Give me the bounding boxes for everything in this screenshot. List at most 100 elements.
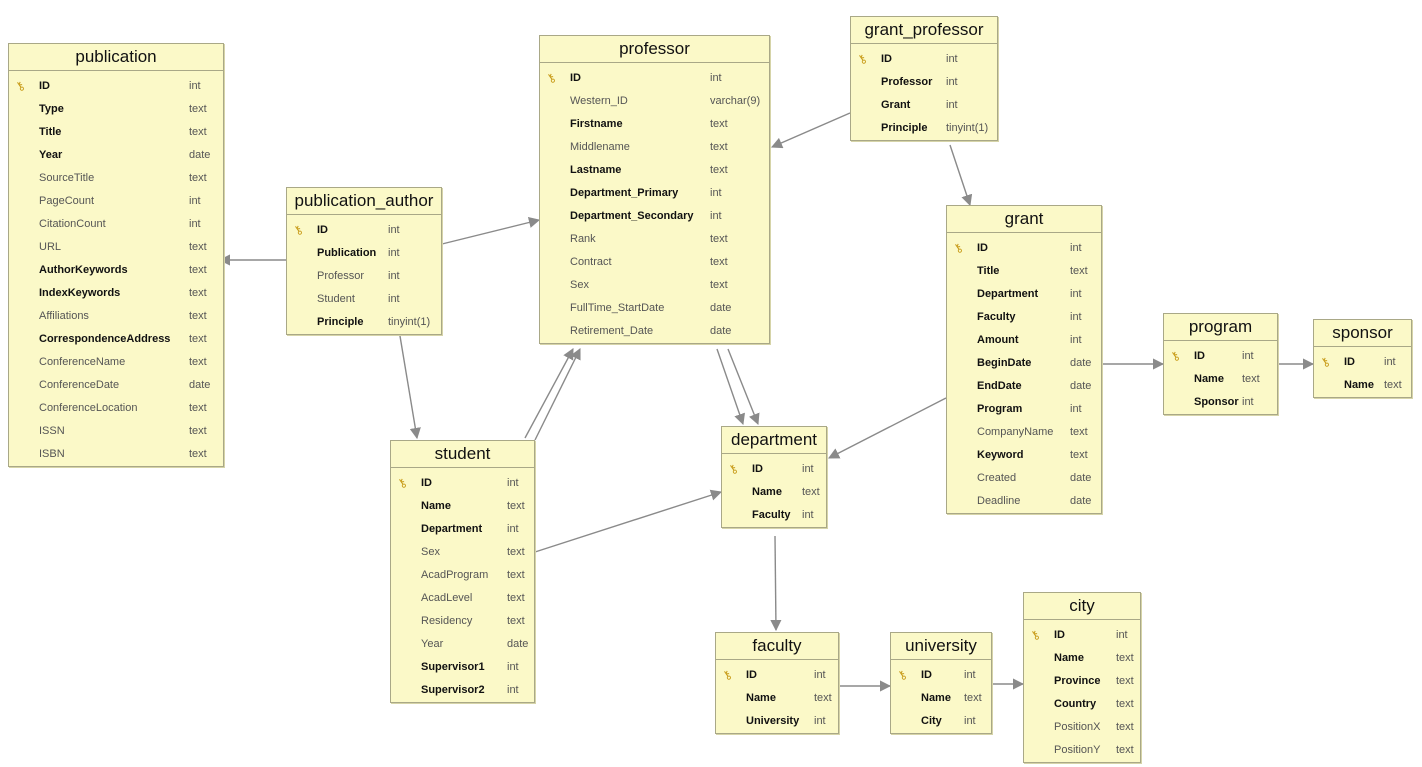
primary-key-icon: ⚷ xyxy=(894,666,910,684)
field-type: text xyxy=(710,233,728,245)
field-name: ID xyxy=(752,463,763,475)
field-name: ID xyxy=(977,242,988,254)
primary-key-icon: ⚷ xyxy=(1317,353,1333,371)
relation-professor-to-department xyxy=(727,348,760,426)
relation-grant-professor-to-professor xyxy=(770,112,851,149)
primary-key-icon: ⚷ xyxy=(854,50,870,68)
field-name: Deadline xyxy=(977,495,1021,507)
field-name: Amount xyxy=(977,334,1019,346)
field-name: Name xyxy=(1344,379,1374,391)
field-type: int xyxy=(189,80,201,92)
field-type: text xyxy=(189,356,207,368)
field-name: ID xyxy=(39,80,50,92)
field-type: text xyxy=(1070,449,1088,461)
field-name: CitationCount xyxy=(39,218,106,230)
field-name: URL xyxy=(39,241,62,253)
field-type: text xyxy=(1070,265,1088,277)
field-name: AcadLevel xyxy=(421,592,473,604)
field-type: text xyxy=(189,402,207,414)
field-name: PageCount xyxy=(39,195,95,207)
field-name: ID xyxy=(746,669,757,681)
field-name: ID xyxy=(421,477,432,489)
field-name: ID xyxy=(921,669,932,681)
field-type: tinyint(1) xyxy=(388,316,431,328)
field-name: Lastname xyxy=(570,164,622,176)
field-name: Name xyxy=(921,692,951,704)
field-type: int xyxy=(388,247,400,259)
field-name: Program xyxy=(977,403,1023,415)
field-type: text xyxy=(710,141,728,153)
field-type: text xyxy=(507,500,525,512)
field-name: ConferenceLocation xyxy=(39,402,138,414)
table-title: department xyxy=(722,427,826,454)
field-name: Type xyxy=(39,103,64,115)
field-name: ID xyxy=(317,224,328,236)
field-type: int xyxy=(964,715,976,727)
relation-student-to-professor xyxy=(524,348,574,439)
field-type: text xyxy=(189,241,207,253)
field-type: int xyxy=(964,669,976,681)
field-name: Name xyxy=(1054,652,1084,664)
field-name: ID xyxy=(1054,629,1065,641)
field-type: text xyxy=(710,256,728,268)
table-title: publication_author xyxy=(287,188,441,215)
field-type: date xyxy=(1070,472,1092,484)
field-type: int xyxy=(946,76,958,88)
field-name: Department_Secondary xyxy=(570,210,694,222)
field-name: Principle xyxy=(881,122,928,134)
field-name: ID xyxy=(881,53,892,65)
field-type: int xyxy=(507,684,519,696)
table-title: publication xyxy=(9,44,223,71)
field-type: int xyxy=(388,270,400,282)
field-type: int xyxy=(1116,629,1128,641)
table-title: sponsor xyxy=(1314,320,1411,347)
field-name: Supervisor1 xyxy=(421,661,485,673)
field-type: int xyxy=(507,661,519,673)
field-type: text xyxy=(1116,744,1134,756)
field-type: int xyxy=(189,218,201,230)
field-name: Department xyxy=(421,523,483,535)
field-name: BeginDate xyxy=(977,357,1032,369)
relation-grant-professor-to-grant xyxy=(949,144,973,207)
relation-publication-author-to-professor xyxy=(441,216,541,245)
field-name: ISSN xyxy=(39,425,65,437)
field-type: int xyxy=(388,293,400,305)
field-name: Country xyxy=(1054,698,1097,710)
